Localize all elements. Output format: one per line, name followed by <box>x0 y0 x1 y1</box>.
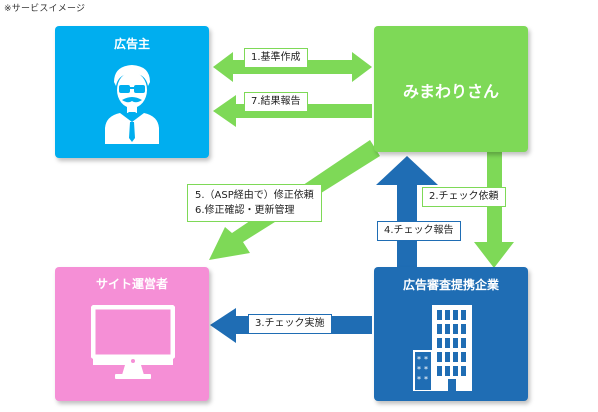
step-4-label: 4.チェック報告 <box>377 221 461 241</box>
mimawari-label: みまわりさん <box>402 82 499 101</box>
step-5-text: 5.（ASP経由で）修正依頼 <box>195 190 314 201</box>
step-5-6-label: 5.（ASP経由で）修正依頼 6.修正確認・更新管理 <box>187 184 322 222</box>
svg-text:*: * <box>417 355 421 364</box>
monitor-icon <box>91 305 175 379</box>
advertiser-person-icon <box>105 65 159 144</box>
site-operator-label: サイト運営者 <box>95 277 168 291</box>
svg-text:*: * <box>424 355 428 364</box>
mimawari-box: みまわりさん <box>374 26 528 152</box>
svg-text:*: * <box>417 365 421 374</box>
arrow-2-check-irai <box>474 150 514 268</box>
partner-company-box: 広告審査提携企業 ** ** ** <box>374 267 528 401</box>
step-3-label: 3.チェック実施 <box>248 314 332 334</box>
step-6-text: 6.修正確認・更新管理 <box>195 205 295 216</box>
site-operator-box: サイト運営者 <box>55 267 209 401</box>
office-building-icon: ** ** ** <box>413 305 472 391</box>
svg-text:*: * <box>417 375 421 384</box>
svg-text:*: * <box>424 375 428 384</box>
step-2-label: 2.チェック依頼 <box>422 187 506 207</box>
step-7-label: 7.結果報告 <box>244 92 308 112</box>
arrow-4-check-houkoku <box>376 156 438 268</box>
svg-text:*: * <box>424 365 428 374</box>
advertiser-label: 広告主 <box>113 37 150 51</box>
service-image-note: ※サービスイメージ <box>4 4 86 14</box>
step-1-label: 1.基準作成 <box>244 48 308 68</box>
advertiser-box: 広告主 <box>55 26 209 158</box>
partner-company-label: 広告審査提携企業 <box>402 278 499 292</box>
